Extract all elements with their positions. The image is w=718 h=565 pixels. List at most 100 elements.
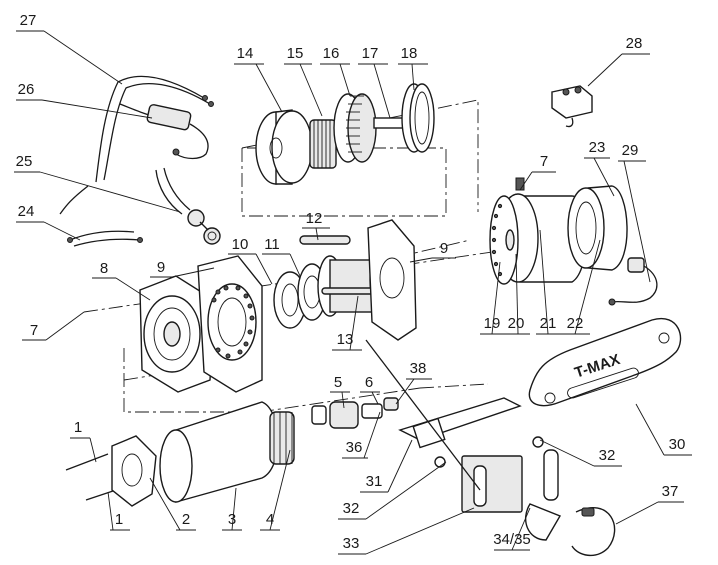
- part-label-30: 30: [635, 403, 692, 456]
- remote-plug-cable: [155, 167, 221, 245]
- part-label-4: 4: [260, 449, 291, 531]
- part-label-9b: 9: [409, 240, 456, 263]
- part-number: 5: [334, 374, 342, 391]
- part-label-11: 11: [262, 236, 301, 277]
- short-cables: [67, 230, 143, 247]
- part-label-17: 17: [358, 45, 391, 119]
- fairlead: T-MAX: [528, 317, 682, 407]
- part-number: 3: [228, 511, 236, 528]
- part-label-31: 31: [360, 439, 413, 493]
- gear-housing: [197, 255, 263, 393]
- part-label-9a: 9: [150, 259, 215, 278]
- battery-cables: [59, 75, 214, 215]
- solenoid-box: [551, 85, 593, 128]
- leader-line: [623, 160, 651, 283]
- part-label-7a: 7: [22, 311, 85, 341]
- leader-line: [519, 171, 533, 191]
- part-label-33: 33: [338, 507, 475, 555]
- part-number: 28: [626, 35, 643, 52]
- leader-line: [395, 378, 415, 405]
- end-bracket: [367, 219, 417, 341]
- leader-line: [365, 507, 475, 555]
- part-number: 13: [337, 331, 354, 348]
- leader-line: [365, 461, 447, 520]
- part-label-7b: 7: [519, 153, 556, 191]
- roller-and-hook: [365, 339, 616, 556]
- switch-assembly: [119, 103, 209, 160]
- end-housing: [139, 275, 215, 393]
- leader-line: [371, 391, 379, 405]
- part-label-29: 29: [618, 142, 651, 283]
- gear-train: [255, 83, 435, 185]
- part-label-28: 28: [587, 35, 650, 87]
- part-number: 22: [567, 315, 584, 332]
- leader-line: [373, 63, 391, 119]
- part-number: 2: [182, 511, 190, 528]
- part-label-20: 20: [504, 253, 530, 335]
- part-number: 21: [540, 315, 557, 332]
- part-label-6: 6: [360, 374, 380, 405]
- part-number: 16: [323, 45, 340, 62]
- part-number: 1: [115, 511, 123, 528]
- part-label-19: 19: [480, 261, 506, 335]
- part-label-36: 36: [342, 411, 381, 459]
- part-number: 18: [401, 45, 418, 62]
- motor-side: [65, 401, 295, 507]
- leader-line: [574, 239, 601, 335]
- part-number: 8: [100, 260, 108, 277]
- part-label-32a: 32: [338, 461, 447, 520]
- part-number: 11: [264, 236, 280, 253]
- motor-end-cap: [567, 185, 628, 271]
- leader-line: [515, 253, 519, 335]
- leader-line: [289, 253, 301, 277]
- leader-line: [587, 53, 623, 87]
- leader-line: [387, 439, 413, 493]
- part-label-23: 23: [584, 139, 615, 197]
- part-number: 6: [365, 374, 373, 391]
- part-number: 26: [18, 81, 35, 98]
- part-number: 33: [343, 535, 360, 552]
- part-number: 9: [440, 240, 448, 257]
- part-number: 30: [669, 436, 686, 453]
- part-label-1b: 1: [107, 491, 130, 531]
- leader-line: [39, 171, 181, 213]
- part-label-13: 13: [332, 295, 362, 351]
- leader-line: [255, 63, 283, 113]
- washers: [273, 263, 327, 329]
- leader-line: [231, 487, 237, 531]
- leader-line: [593, 157, 615, 197]
- part-number: 37: [662, 483, 679, 500]
- leader-line: [255, 253, 273, 285]
- part-label-3: 3: [222, 487, 242, 531]
- leader-line: [615, 501, 659, 525]
- part-label-38: 38: [395, 360, 432, 405]
- brake-parts: [311, 397, 399, 429]
- leader-line: [107, 491, 114, 531]
- part-number: 25: [16, 153, 33, 170]
- part-number: 4: [266, 511, 274, 528]
- leader-line: [411, 63, 415, 91]
- part-label-2: 2: [149, 477, 196, 531]
- leader-line: [491, 261, 501, 335]
- part-label-34-35: 34/35: [493, 507, 531, 551]
- leader-line: [539, 229, 549, 335]
- part-label-27: 27: [16, 12, 123, 85]
- part-number: 29: [622, 142, 639, 159]
- part-number: 1: [74, 419, 82, 436]
- part-number: 9: [157, 259, 165, 276]
- leader-line: [339, 63, 351, 97]
- part-number: 32: [343, 500, 360, 517]
- part-label-8: 8: [92, 260, 151, 301]
- part-label-21: 21: [536, 229, 562, 335]
- part-label-26: 26: [16, 81, 153, 119]
- part-label-37: 37: [615, 483, 684, 525]
- part-number: 12: [306, 210, 323, 227]
- part-number: 23: [589, 139, 606, 156]
- part-label-5: 5: [330, 374, 350, 409]
- leader-line: [45, 311, 85, 341]
- remote-cable: [608, 257, 658, 306]
- part-number: 19: [484, 315, 501, 332]
- part-label-14: 14: [234, 45, 283, 113]
